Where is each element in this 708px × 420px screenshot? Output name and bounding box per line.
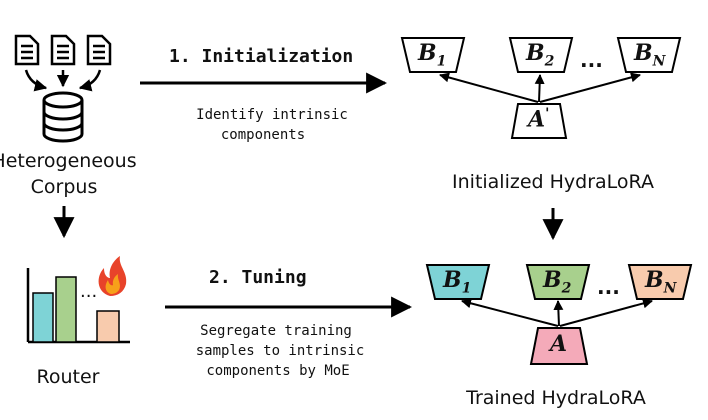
initialized-hydralora (400, 37, 682, 139)
trained-bn-box (627, 264, 693, 300)
step-initialization-desc-1: Identify intrinsic (196, 107, 348, 123)
corpus-label-line1: Heterogeneous (0, 150, 137, 172)
database-icon (42, 91, 84, 143)
arrow-icon (24, 69, 102, 92)
bar-chart-icon (26, 268, 130, 344)
document-icon (14, 34, 40, 66)
trained-a-label: A (550, 331, 568, 357)
trained-b2-label: B2 (543, 267, 572, 297)
router-bar (32, 292, 54, 343)
trained-hydralora (425, 264, 693, 365)
initialized-b2-box (508, 37, 574, 73)
corpus-label-line2: Corpus (30, 176, 98, 198)
router-ellipsis: ... (80, 281, 98, 302)
step-tuning-desc-1: Segregate training (200, 323, 352, 339)
initialized-bn-label: BN (634, 40, 666, 70)
document-icon (50, 34, 76, 66)
initialized-b1-label: B1 (418, 40, 447, 70)
step-tuning-desc-2: samples to intrinsic (195, 343, 365, 359)
trained-bn-label: BN (645, 267, 677, 297)
step-initialization-desc-2: components (220, 127, 306, 143)
initialized-b2-label: B2 (526, 40, 555, 70)
trained-b1-box (425, 264, 491, 300)
step-tuning-label: 2. Tuning (209, 267, 307, 288)
initialized-ellipsis: ... (580, 48, 603, 72)
step-initialization-label: 1. Initialization (169, 46, 354, 67)
router-bar (96, 310, 120, 343)
initialized-a-box (510, 103, 568, 139)
router-label: Router (36, 366, 100, 388)
trained-a-box (529, 327, 589, 365)
fire-icon (98, 256, 127, 296)
initialized-bn-box (616, 37, 682, 73)
trained-b2-box (525, 264, 591, 300)
trained-caption: Trained HydraLoRA (466, 387, 646, 409)
trained-ellipsis: ... (597, 275, 620, 299)
step-tuning-desc-3: components by MoE (206, 363, 350, 379)
router-bar (55, 276, 77, 343)
trained-b1-label: B1 (443, 267, 472, 297)
initialized-b1-box (400, 37, 466, 73)
document-icon (86, 34, 112, 66)
initialized-a-label: A' (528, 106, 550, 133)
initialized-caption: Initialized HydraLoRA (452, 171, 654, 193)
